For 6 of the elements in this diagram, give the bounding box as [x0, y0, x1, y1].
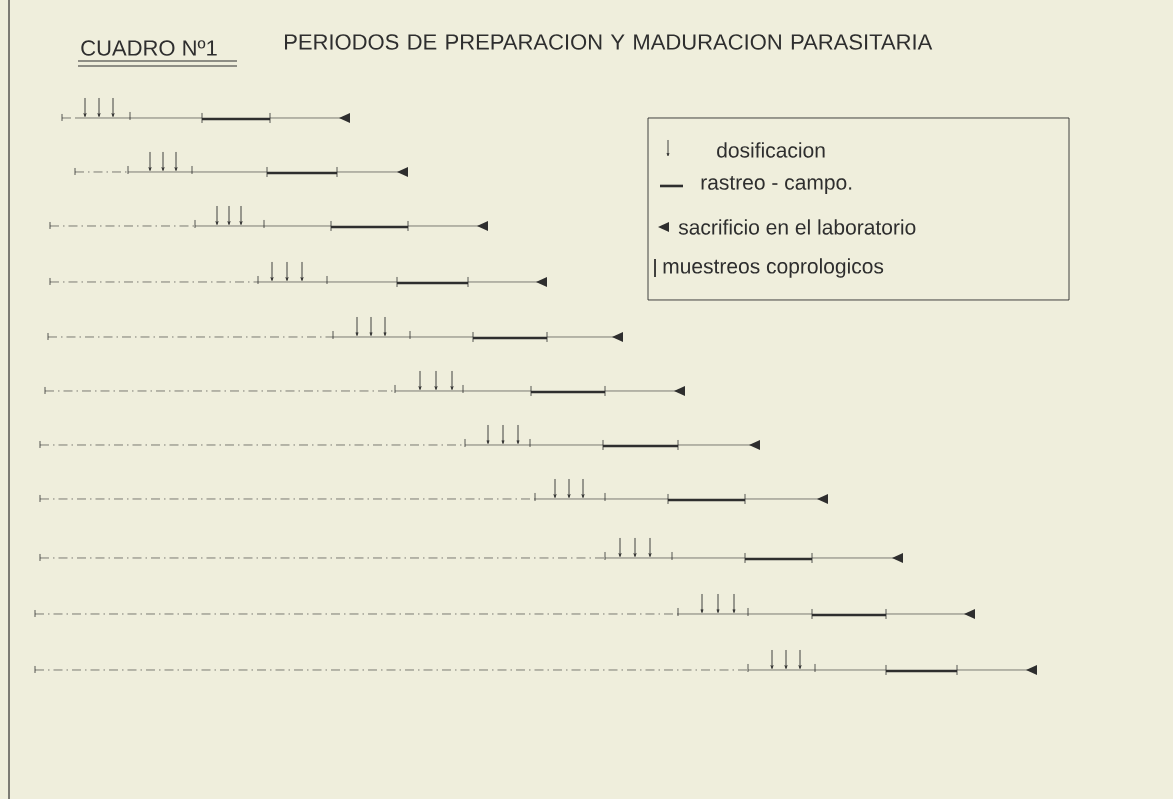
legend-label: rastreo - campo.	[701, 176, 852, 194]
legend-label: muestreos coprologicos	[663, 258, 884, 278]
legend-label: sacrificio en el laboratorio	[678, 219, 916, 235]
legend-label: dosificacion	[717, 142, 825, 158]
table-number: CUADRO Nº1	[81, 40, 217, 56]
title: PERIODOS DE PREPARACION Y MADURACION PARASITARIA	[285, 34, 933, 50]
